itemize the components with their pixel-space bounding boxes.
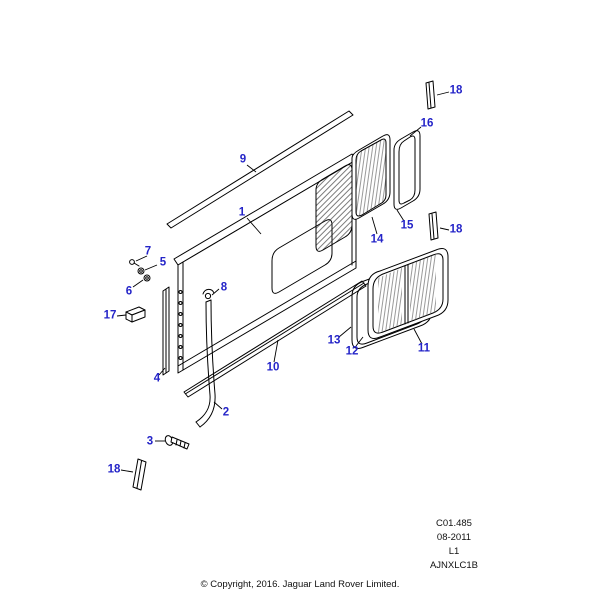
finisher-strip-middle: [428, 211, 439, 241]
reference-code-block: C01.485 08-2011 L1 AJNXLC1B: [416, 517, 492, 573]
left-vertical-finisher: [162, 286, 170, 376]
copyright-notice: © Copyright, 2016. Jaguar Land Rover Lim…: [200, 579, 400, 590]
retaining-clip: [204, 292, 212, 300]
callout-17: 17: [103, 309, 117, 322]
callout-4: 4: [153, 372, 161, 385]
callout-16: 16: [420, 117, 434, 130]
date-code: 08-2011: [436, 532, 472, 543]
end-aperture-hatched: [315, 164, 353, 252]
callout-6: 6: [125, 285, 133, 298]
callout-3: 3: [146, 435, 154, 448]
callout-8: 8: [220, 281, 228, 294]
callout-9: 9: [239, 153, 247, 166]
fixed-glass: [351, 134, 391, 220]
callout-18-bottom: 18: [107, 463, 121, 476]
callout-2: 2: [222, 406, 230, 419]
finisher-strip-bottom: [132, 458, 147, 491]
fixing-screw-and-washers: [129, 259, 151, 282]
callout-5: 5: [159, 256, 167, 269]
sliding-window-assembly: [367, 248, 449, 339]
callout-14: 14: [370, 233, 384, 246]
callout-18-top: 18: [449, 84, 463, 97]
pillar-weatherstrip: [195, 288, 216, 428]
sheet-code: L1: [448, 546, 460, 557]
corner-bracket: [125, 306, 146, 323]
body-side-panel: [173, 153, 357, 374]
drawing-code: AJNXLC1B: [429, 560, 479, 571]
lower-trim-strip: [183, 280, 367, 398]
callout-15: 15: [400, 219, 414, 232]
leader-lines: [116, 91, 450, 473]
callout-12: 12: [345, 345, 359, 358]
callout-7: 7: [144, 245, 152, 258]
finisher-strip-top: [425, 80, 436, 110]
callout-1: 1: [238, 206, 246, 219]
upper-trim-strip: [166, 110, 354, 229]
callout-11: 11: [417, 342, 431, 355]
doc-code: C01.485: [436, 518, 472, 529]
callout-10: 10: [266, 361, 280, 374]
callout-13: 13: [327, 334, 341, 347]
callout-18-middle: 18: [449, 223, 463, 236]
screw-fastener: [164, 435, 190, 450]
glazing-seal: [393, 130, 421, 210]
